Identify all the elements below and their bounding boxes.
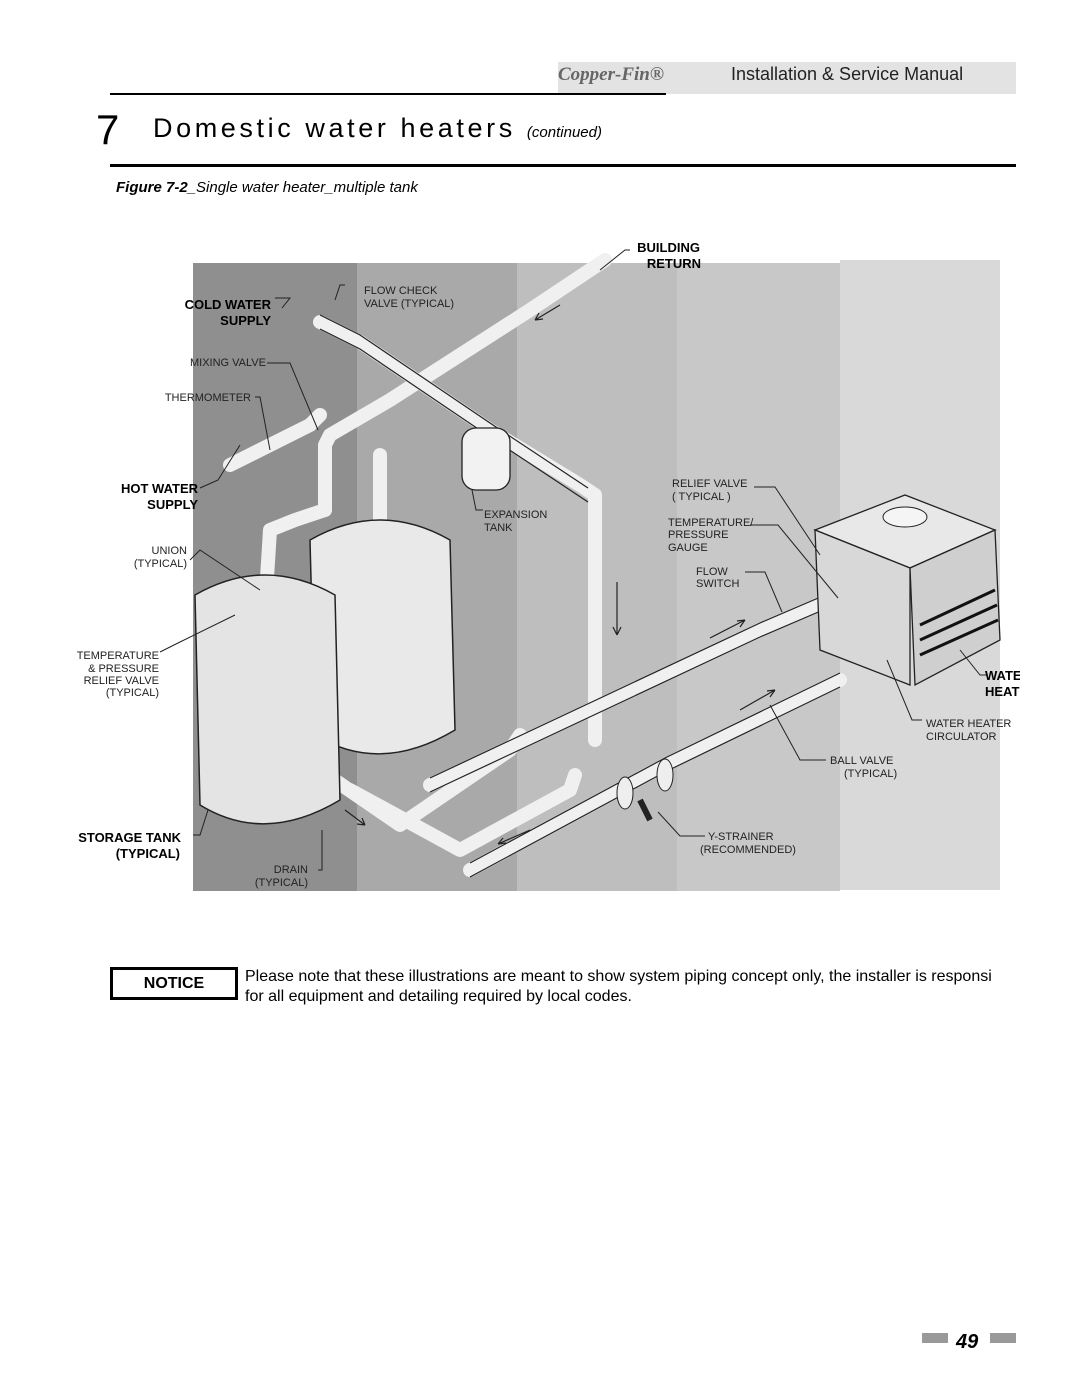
storage-tank-front [194, 574, 341, 825]
figure-number: Figure 7-2 [116, 179, 188, 196]
label-tp-relief-3: RELIEF VALVE [84, 675, 159, 687]
notice-text: Please note that these illustrations are… [245, 967, 1080, 1007]
bg-panel-4 [677, 263, 840, 891]
label-flow-check-1: FLOW CHECK [364, 285, 438, 297]
arrow-4 [739, 689, 776, 711]
y-strainer [616, 758, 674, 822]
label-circulator-1: WATER HEATER [926, 718, 1011, 730]
brand-logo: Copper-Fin® [558, 64, 665, 85]
page-number: 49 [956, 1331, 979, 1353]
storage-tank-back [309, 519, 456, 755]
label-building: BUILDING [637, 240, 700, 255]
label-circulator-2: CIRCULATOR [926, 731, 997, 743]
label-expansion-2: TANK [484, 522, 513, 534]
cold-supply-pipe [313, 315, 602, 747]
section-continued: (continued) [526, 124, 602, 141]
arrow-2 [612, 582, 622, 636]
arrow-3 [709, 619, 746, 639]
figure-caption: Figure 7-2_Single water heater_multiple … [116, 179, 418, 196]
return-to-heater [423, 593, 837, 792]
leader-lines [159, 249, 987, 871]
arrow-5 [497, 829, 531, 845]
label-thermometer: THERMOMETER [165, 392, 251, 404]
label-mixing-valve: MIXING VALVE [190, 357, 266, 369]
label-cold-water: COLD WATER [185, 297, 272, 312]
label-flow-check-2: VALVE (TYPICAL) [364, 298, 454, 310]
label-water: WATER [985, 668, 1020, 683]
label-relief-1: RELIEF VALVE [672, 478, 747, 490]
label-return: RETURN [647, 256, 701, 271]
figure-caption-text: _Single water heater_multiple tank [187, 179, 418, 196]
notice-badge: NOTICE [110, 967, 238, 1000]
manual-title: Installation & Service Manual [731, 64, 964, 84]
label-drain-1: DRAIN [274, 864, 308, 876]
label-ystrainer-1: Y-STRAINER [708, 831, 774, 843]
label-expansion-1: EXPANSION [484, 509, 547, 521]
label-gauge-3: GAUGE [668, 542, 708, 554]
header-band [558, 62, 1016, 94]
section-title-text: Domestic water heaters [153, 113, 516, 143]
label-ball-valve-1: BALL VALVE [830, 755, 893, 767]
water-heater-unit [813, 494, 1001, 687]
piping-diagram: BUILDING RETURN COLD WATER SUPPLY FLOW C… [77, 240, 1020, 891]
diagram-labels: BUILDING RETURN COLD WATER SUPPLY FLOW C… [77, 240, 1020, 889]
section-rule [110, 164, 1016, 167]
expansion-tank [461, 427, 511, 491]
arrow-6 [344, 809, 366, 826]
label-union-2: (TYPICAL) [134, 558, 187, 570]
section-number: 7 [96, 106, 120, 153]
label-heater: HEATER [985, 684, 1020, 699]
label-hot-supply: SUPPLY [147, 497, 198, 512]
arrow-1 [534, 304, 561, 321]
label-tp-relief-2: & PRESSURE [88, 663, 159, 675]
label-hot-water: HOT WATER [121, 481, 199, 496]
label-flow-switch-1: FLOW [696, 566, 728, 578]
label-drain-2: (TYPICAL) [255, 877, 308, 889]
label-relief-2: ( TYPICAL ) [672, 491, 731, 503]
flow-arrows [344, 304, 776, 845]
label-gauge-2: PRESSURE [668, 529, 729, 541]
label-ball-valve-2: (TYPICAL) [844, 768, 897, 780]
label-flow-switch-2: SWITCH [696, 578, 739, 590]
footer-bar-left [922, 1333, 948, 1343]
tank2-riser [258, 503, 332, 617]
notice-line-1: Please note that these illustrations are… [245, 968, 992, 985]
label-storage-tank: STORAGE TANK [78, 830, 181, 845]
label-tp-relief-4: (TYPICAL) [106, 687, 159, 699]
tank-bottom-loop-2 [343, 768, 582, 857]
building-return-pipe [318, 253, 612, 517]
label-storage-typical: (TYPICAL) [116, 846, 180, 861]
header-rule [110, 93, 666, 95]
section-title: Domestic water heaters (continued) [153, 113, 602, 144]
label-union-1: UNION [152, 545, 188, 557]
label-tp-relief-1: TEMPERATURE [77, 650, 159, 662]
hot-supply-pipe [223, 408, 327, 472]
label-cold-supply: SUPPLY [220, 313, 271, 328]
label-gauge-1: TEMPERATURE/ [668, 517, 754, 529]
footer-bar-right [990, 1333, 1016, 1343]
notice-line-2: for all equipment and detailing required… [245, 988, 632, 1005]
label-ystrainer-2: (RECOMMENDED) [700, 844, 796, 856]
